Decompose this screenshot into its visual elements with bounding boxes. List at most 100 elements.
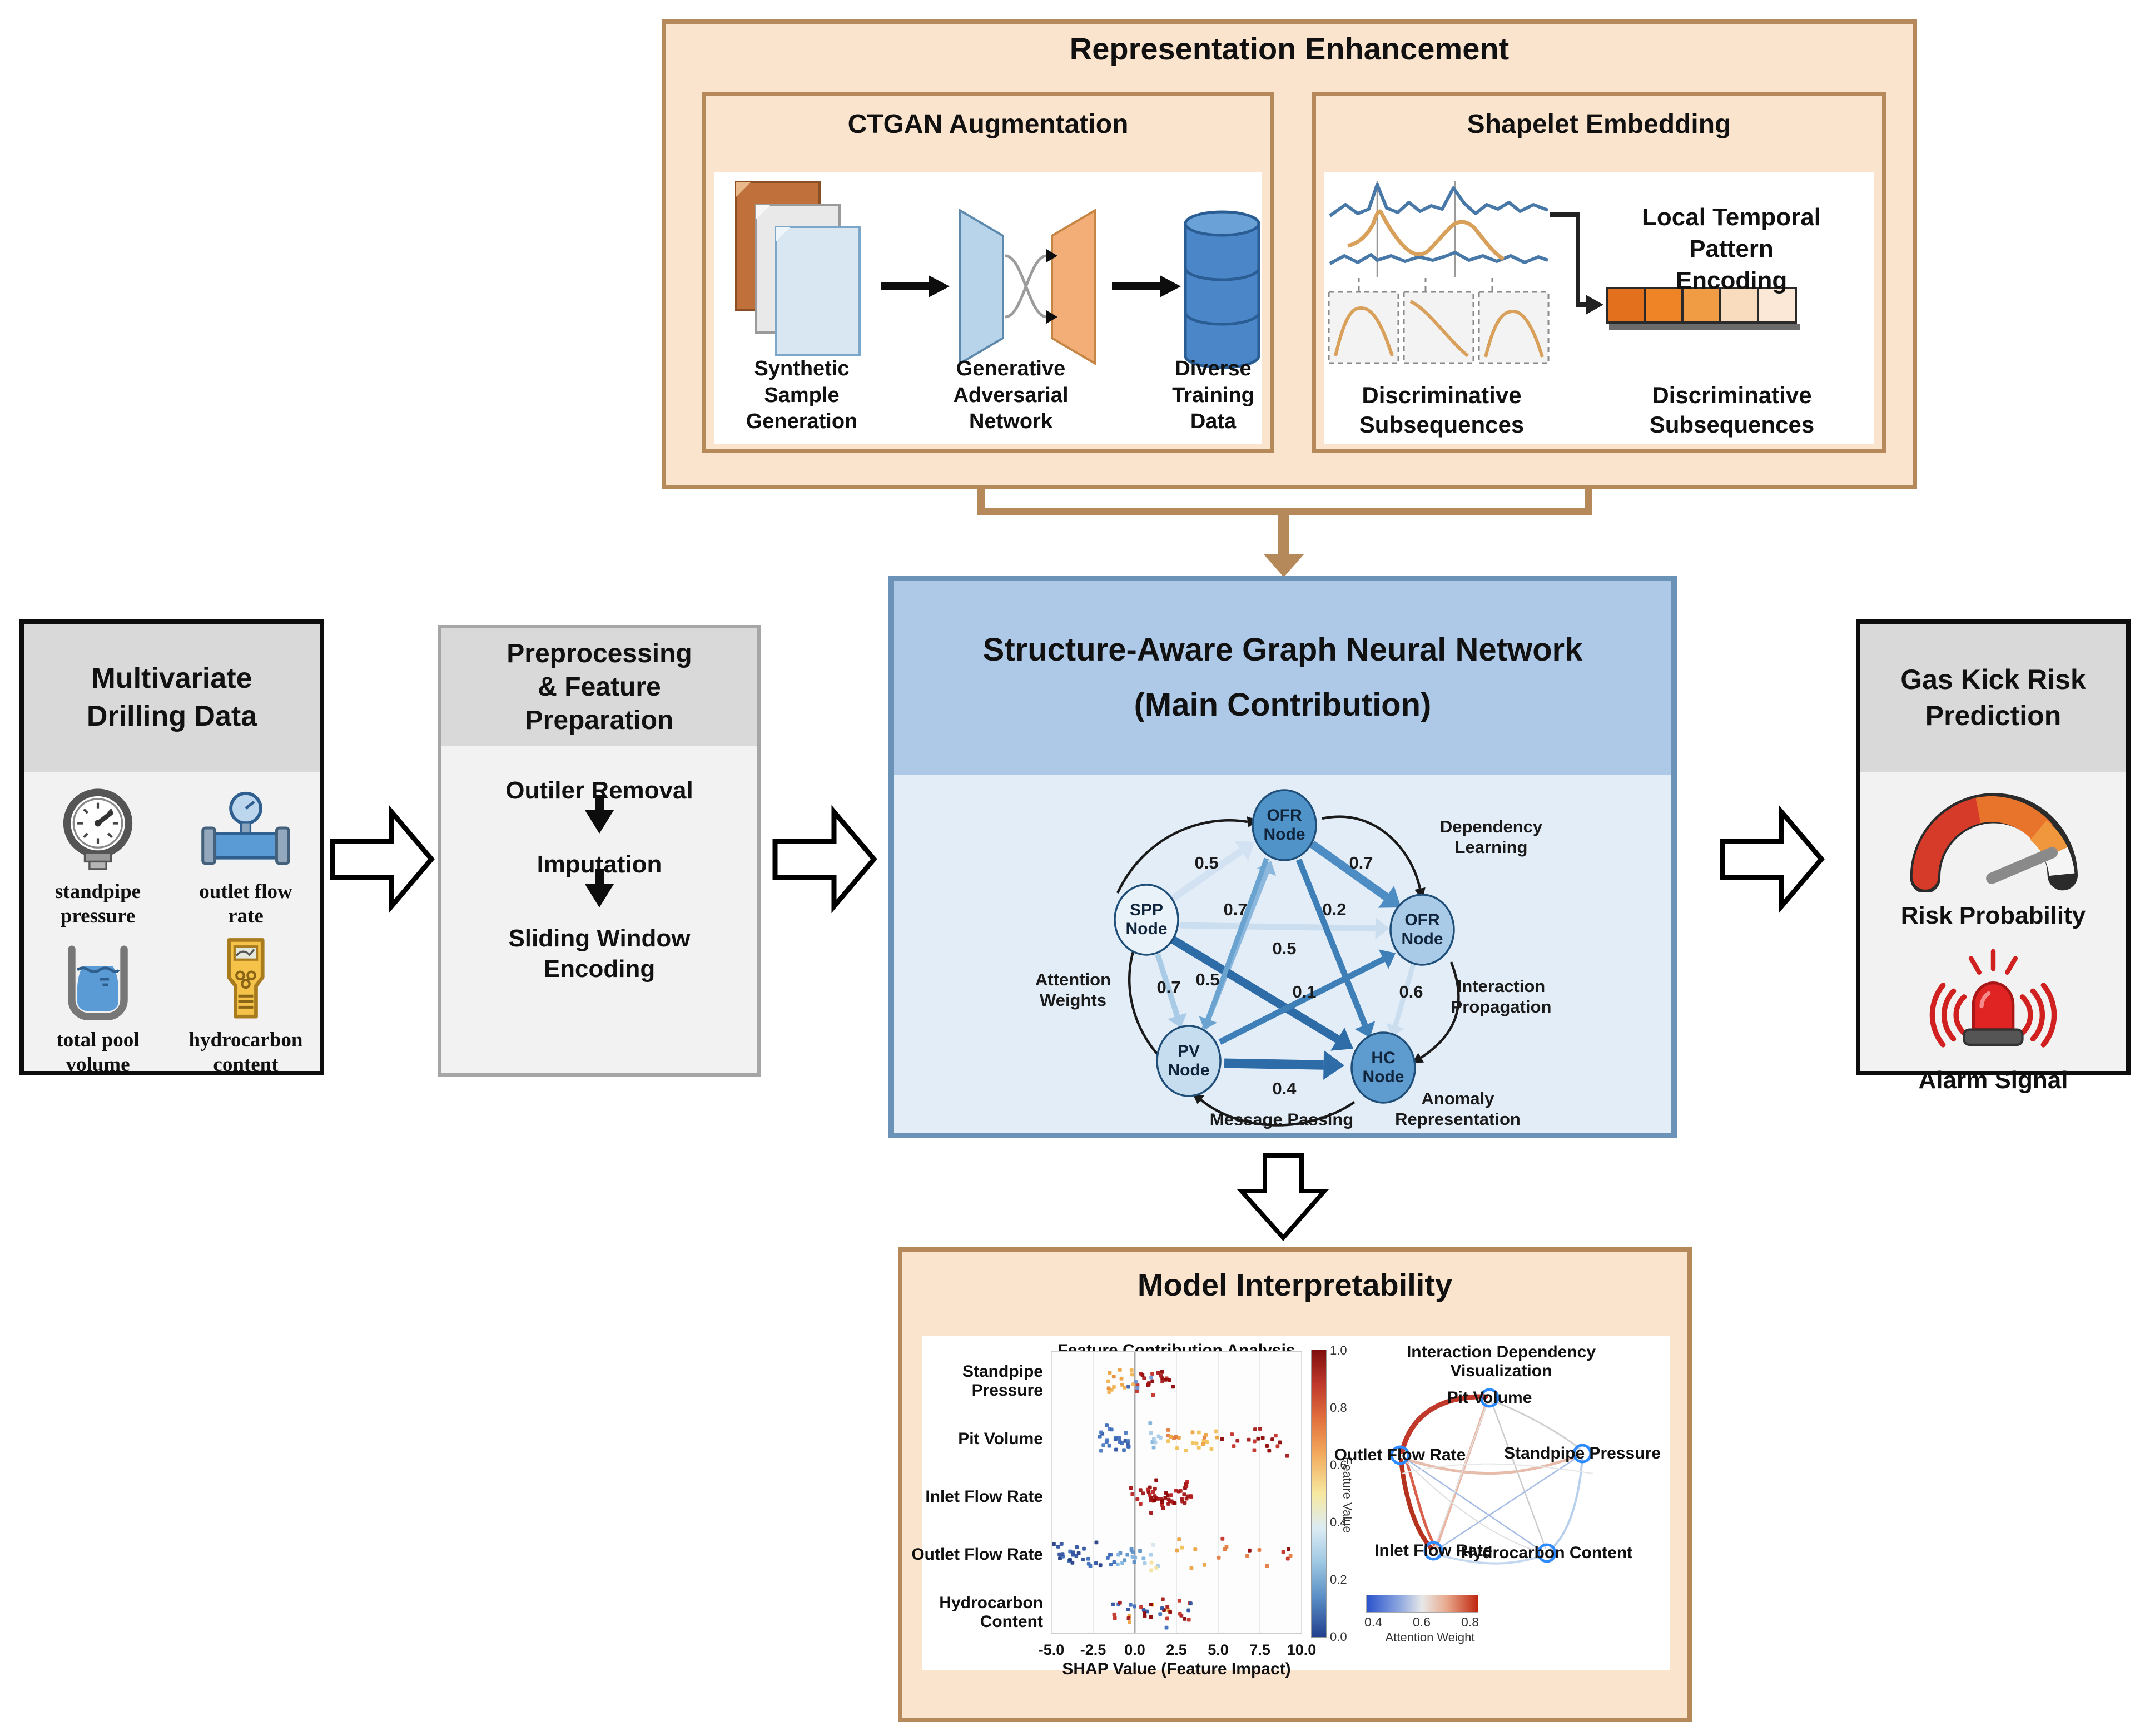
network-node — [1537, 1543, 1557, 1563]
network-title: Interaction Dependency Visualization — [1406, 1343, 1596, 1380]
gnn-title: Structure-Aware Graph Neural Network (Ma… — [894, 581, 1671, 775]
shap-feature-label: Standpipe Pressure — [962, 1362, 1043, 1400]
gnn-annotation: Anomaly Representation — [1395, 1088, 1521, 1129]
down-block-arrow-icon — [1237, 1153, 1329, 1242]
drilling-item-outlet-flow: outlet flow rate — [172, 784, 320, 929]
cb-label: Feature Value — [1340, 1457, 1354, 1533]
shap-x-tick: 10.0 — [1287, 1641, 1317, 1658]
drilling-item-pool-volume: total pool volume — [24, 933, 172, 1078]
encoding-strip-icon — [1606, 287, 1800, 330]
shapelet-caption-right: Discriminative Subsequences — [1649, 382, 1815, 438]
ctgan-graphic — [735, 181, 1260, 369]
shapelet-panel — [1324, 172, 1874, 444]
down-arrow-icon — [1263, 554, 1304, 577]
hydrocarbon-detector-icon — [227, 938, 265, 1019]
shapelet-boxes-icon — [1328, 291, 1550, 364]
network-node — [1479, 1388, 1500, 1408]
preprocessing-step: Sliding Window Encoding — [508, 925, 691, 983]
down-arrow-icon — [585, 869, 614, 907]
gnn-node-hc — [1350, 1031, 1416, 1104]
gnn-annotation: Interaction Propagation — [1451, 976, 1552, 1016]
shap-x-tick: -2.5 — [1080, 1641, 1106, 1658]
pool-volume-icon — [68, 945, 128, 1020]
shap-feature-label: Outlet Flow Rate — [911, 1545, 1043, 1564]
network-node-label: Pit Volume — [1447, 1388, 1532, 1407]
cb-tick: 0.8 — [1330, 1401, 1347, 1415]
edge-weight-label: 0.7 — [1223, 900, 1247, 919]
edge-weight-label: 0.7 — [1156, 978, 1180, 997]
block-arrow-icon — [1720, 805, 1825, 914]
shapelet-caption-left: Discriminative Subsequences — [1359, 382, 1525, 438]
network-node — [1423, 1541, 1443, 1561]
shap-feature-label: Hydrocarbon Content — [939, 1594, 1043, 1631]
arrow-icon — [1112, 275, 1181, 297]
shap-x-tick: 2.5 — [1166, 1641, 1187, 1658]
shap-x-tick: 0.0 — [1124, 1641, 1145, 1658]
shap-plot — [1051, 1351, 1302, 1634]
timeseries-icon — [1329, 181, 1549, 291]
attention-label: Attention Weight — [1385, 1630, 1475, 1644]
cb-tick: 0.4 — [1330, 1515, 1347, 1529]
attention-tick: 0.8 — [1461, 1615, 1479, 1629]
gnn-node-pv — [1156, 1025, 1222, 1097]
network-node-label: Standpipe Pressure — [1504, 1444, 1661, 1462]
gan-icon — [959, 208, 1096, 366]
network-node — [1572, 1444, 1592, 1464]
ctgan-title: CTGAN Augmentation — [847, 110, 1129, 139]
edge-weight-label: 0.7 — [1349, 853, 1373, 872]
bracket-arrow — [1550, 212, 1603, 315]
shapelet-title: Shapelet Embedding — [1467, 110, 1731, 139]
drilling-item-label: total pool volume — [56, 1028, 140, 1077]
drilling-item-label: standpipe pressure — [54, 880, 141, 928]
risk-probability-label: Risk Probability — [1900, 902, 2086, 929]
edge-weight-label: 0.1 — [1292, 982, 1316, 1001]
alarm-signal-label: Alarm Signal — [1918, 1067, 2068, 1094]
block-arrow-icon — [330, 805, 435, 914]
attention-weight-colorbar — [1366, 1595, 1478, 1613]
block-arrow-icon — [772, 805, 877, 914]
gas-kick-prediction-box: Gas Kick Risk Prediction Risk Probabilit… — [1856, 619, 2131, 1094]
feature-value-colorbar — [1311, 1350, 1327, 1638]
drilling-item-label: hydrocarbon content — [188, 1028, 303, 1077]
flow-meter-icon — [201, 791, 290, 865]
gnn-box: Structure-Aware Graph Neural Network (Ma… — [888, 576, 1677, 1138]
prediction-title: Gas Kick Risk Prediction — [1860, 624, 2126, 772]
gnn-annotation: Message Passing — [1209, 1109, 1354, 1129]
alarm-icon — [1929, 949, 2057, 1048]
gnn-annotation: Attention Weights — [1035, 969, 1111, 1010]
cb-tick: 0.0 — [1330, 1630, 1347, 1644]
database-icon — [1184, 210, 1260, 369]
ctgan-step-label: Generative Adversarial Network — [953, 357, 1069, 433]
shap-x-label: SHAP Value (Feature Impact) — [1062, 1660, 1291, 1678]
down-arrow-icon — [585, 795, 614, 834]
network-node-label: Outlet Flow Rate — [1334, 1446, 1466, 1464]
attention-tick: 0.4 — [1364, 1615, 1382, 1629]
cb-tick: 0.2 — [1330, 1573, 1347, 1586]
edge-weight-label: 0.5 — [1194, 853, 1218, 872]
shap-feature-label: Inlet Flow Rate — [925, 1487, 1043, 1506]
encoding-label: Local Temporal Pattern Encoding — [1642, 204, 1821, 295]
attention-tick: 0.6 — [1413, 1615, 1431, 1629]
edge-weight-label: 0.4 — [1272, 1079, 1297, 1098]
cb-tick: 1.0 — [1330, 1343, 1347, 1357]
network-node — [1390, 1445, 1410, 1465]
edge-weight-label: 0.5 — [1195, 970, 1219, 989]
pressure-gauge-icon — [63, 788, 133, 870]
documents-stack-icon — [735, 181, 861, 356]
bracket-connector — [1278, 508, 1289, 555]
ctgan-step-label: Diverse Training Data — [1172, 357, 1254, 433]
multivariate-drilling-data-box: Multivariate Drilling Data standpipe pre… — [19, 619, 324, 1078]
network-plot — [1390, 1388, 1593, 1565]
arrow-icon — [881, 275, 950, 297]
shap-x-tick: 7.5 — [1249, 1641, 1270, 1658]
drilling-item-label: outlet flow rate — [199, 880, 292, 928]
edge-weight-label: 0.5 — [1272, 939, 1296, 958]
model-interpretability-title: Model Interpretability — [1137, 1267, 1453, 1302]
shap-feature-label: Pit Volume — [958, 1430, 1043, 1448]
drilling-data-title: Multivariate Drilling Data — [24, 624, 320, 772]
